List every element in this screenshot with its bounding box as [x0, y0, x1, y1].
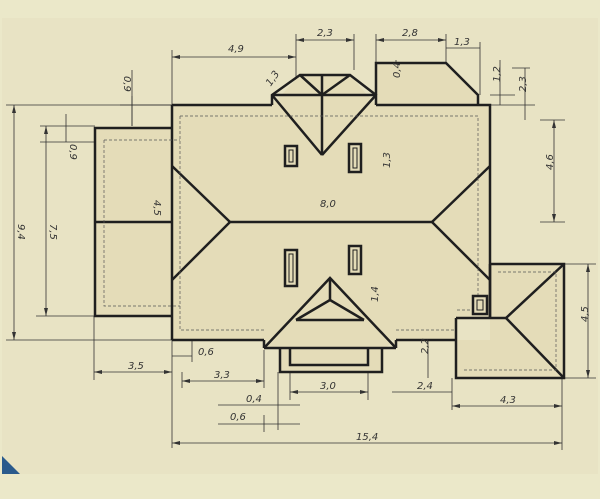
dim-label: 8,0 [320, 199, 336, 210]
dim-label: 4,5 [580, 306, 591, 322]
dim-label: 2,8 [402, 28, 418, 39]
dim-label: 0,6 [230, 412, 246, 423]
skylight [283, 248, 299, 288]
bottom-band [0, 476, 600, 499]
corner-accent [2, 456, 20, 474]
dimension-labels: 4,9 2,3 2,8 1,3 1,3 0,9 0,4 1,2 2,3 4,6 … [15, 28, 591, 443]
dim-label: 4,6 [545, 154, 556, 170]
dim-label: 0,4 [246, 394, 262, 405]
skylight [283, 144, 299, 168]
dim-label: 3,3 [214, 370, 230, 381]
dim-label: 4,5 [151, 200, 162, 216]
dimension-lines [6, 34, 596, 450]
dim-label: 1,4 [370, 286, 381, 302]
dim-label: 2,2 [420, 338, 431, 354]
dim-label: 0,9 [121, 76, 132, 92]
dim-label: 2,3 [518, 76, 529, 92]
dim-label: 0,9 [67, 144, 78, 160]
dim-label: 0,4 [392, 62, 403, 78]
dim-label: 1,3 [382, 152, 393, 168]
skylight [347, 244, 363, 276]
roof-fill [95, 63, 564, 378]
dim-label: 4,3 [500, 395, 516, 406]
dim-label: 15,4 [356, 432, 378, 443]
dim-label: 7,5 [47, 224, 58, 240]
roof-outline [93, 61, 566, 380]
dim-label: 1,3 [454, 37, 470, 48]
wall-outline [103, 115, 557, 371]
dim-label: 1,2 [492, 66, 503, 82]
dim-label: 9,4 [15, 224, 26, 240]
dim-label: 2,4 [417, 381, 433, 392]
dim-label: 4,9 [228, 44, 244, 55]
dim-label: 0,6 [198, 347, 214, 358]
chimney [471, 294, 489, 316]
skylight [347, 142, 363, 174]
dim-label: 3,0 [320, 381, 336, 392]
dim-label: 2,3 [317, 28, 333, 39]
skylights [283, 142, 489, 316]
dim-label: 3,5 [128, 361, 144, 372]
dim-label: 1,3 [264, 69, 282, 88]
